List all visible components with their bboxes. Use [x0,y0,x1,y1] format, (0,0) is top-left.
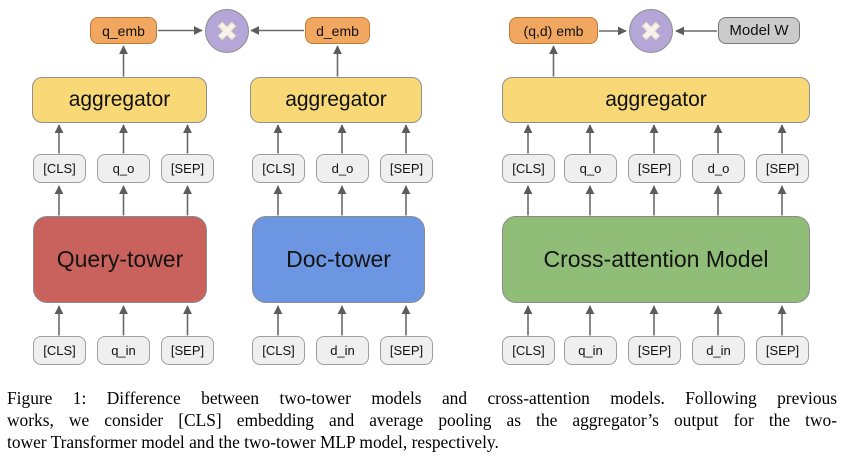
token-in-cls-cross: [CLS] [502,336,555,365]
token-out-qo-cross: q_o [564,154,617,183]
token-in-sep2-cross: [SEP] [756,336,809,365]
arrow-layer [54,26,787,336]
token-in-cls-doc: [CLS] [252,336,305,365]
caption-line-2: works, we consider [CLS] embedding and a… [7,409,837,430]
aggregator-doc: aggregator [250,77,422,123]
token-out-qo: q_o [97,154,150,183]
token-in-sep-doc: [SEP] [380,336,433,365]
token-in-sep1-cross: [SEP] [628,336,681,365]
token-out-sep1-cross: [SEP] [628,154,681,183]
figure-diagram: q_emb d_emb (q,d) emb Model W aggregator… [32,9,810,365]
token-out-sep-query: [SEP] [161,154,214,183]
token-in-qin: q_in [97,336,150,365]
cross-attention-model-box: Cross-attention Model [502,216,810,303]
figure-caption: Figure 1: Difference between two-tower m… [7,388,837,454]
model-w-box: Model W [718,17,800,44]
qd-emb-box: (q,d) emb [509,17,598,44]
caption-line-3: tower Transformer model and the two-towe… [7,431,499,452]
token-in-din: d_in [316,336,369,365]
token-out-sep2-cross: [SEP] [756,154,809,183]
token-out-do-cross: d_o [692,154,745,183]
token-in-qin-cross: q_in [564,336,617,365]
doc-tower-box: Doc-tower [252,216,425,303]
token-in-cls-query: [CLS] [33,336,86,365]
token-out-sep-doc: [SEP] [380,154,433,183]
token-out-cls-doc: [CLS] [252,154,305,183]
token-out-cls-cross: [CLS] [502,154,555,183]
multiply-node-right [629,9,673,53]
multiply-icon [217,21,237,41]
token-in-sep-query: [SEP] [161,336,214,365]
aggregator-cross: aggregator [502,77,810,123]
caption-line-1: Figure 1: Difference between two-tower m… [7,388,837,408]
multiply-icon [641,21,661,41]
d-emb-box: d_emb [305,17,370,44]
token-in-din-cross: d_in [692,336,745,365]
multiply-node-left [205,9,249,53]
token-out-do: d_o [316,154,369,183]
q-emb-box: q_emb [90,17,157,44]
query-tower-box: Query-tower [33,216,207,303]
aggregator-query: aggregator [32,77,207,123]
token-out-cls-query: [CLS] [33,154,86,183]
